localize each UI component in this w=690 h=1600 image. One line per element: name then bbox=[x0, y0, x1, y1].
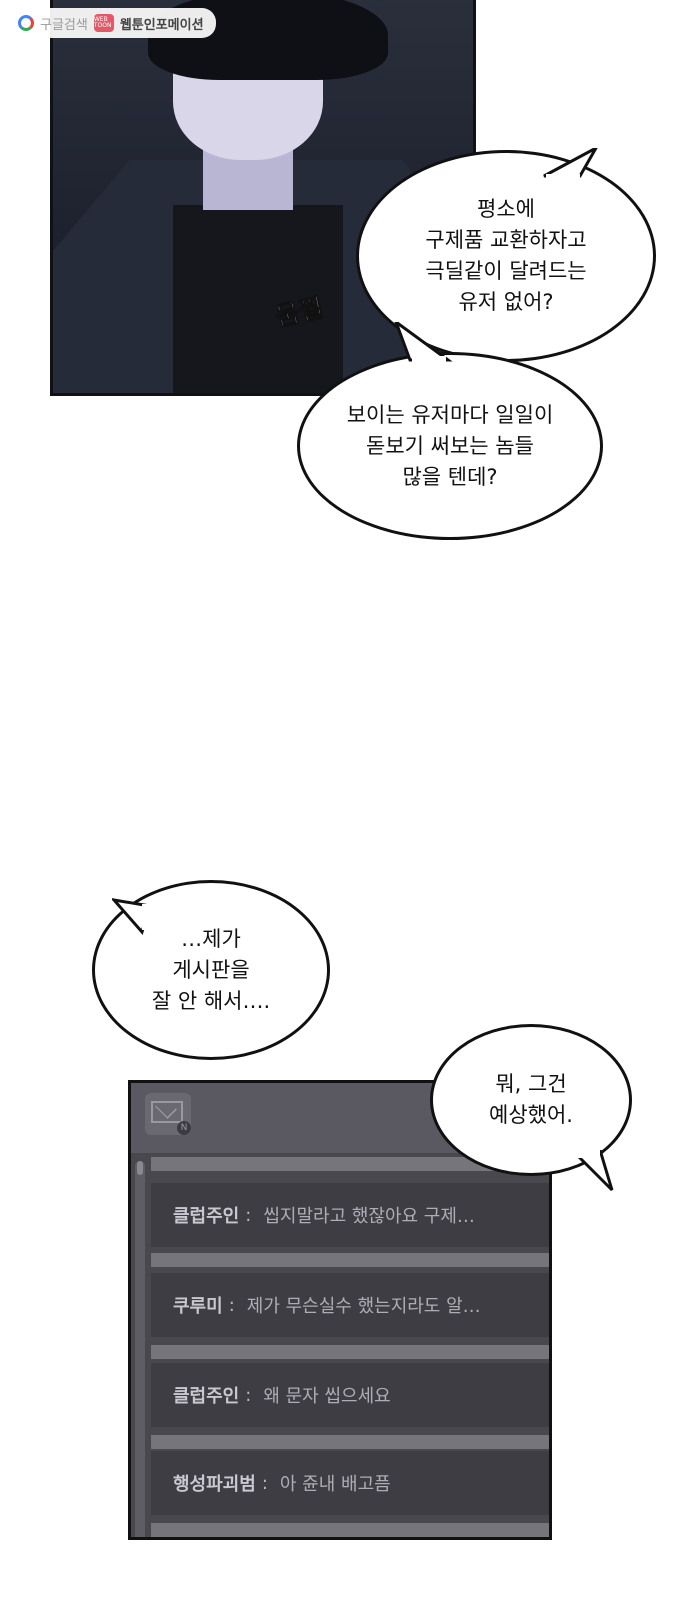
message-row[interactable]: 클럽주인 : 왜 문자 씹으세요 bbox=[151, 1363, 549, 1427]
scrollbar[interactable] bbox=[135, 1161, 145, 1537]
message-row[interactable]: 행성파괴범 : 아 쥰내 배고픔 bbox=[151, 1451, 549, 1515]
watermark-search-label: 구글검색 bbox=[40, 17, 88, 33]
message-colon: : bbox=[245, 1384, 252, 1406]
message-colon: : bbox=[228, 1294, 235, 1316]
message-separator bbox=[151, 1435, 549, 1449]
notification-badge: N bbox=[177, 1121, 191, 1135]
watermark-site-label: 웹툰인포메이션 bbox=[119, 17, 204, 33]
comic-panel-character: 움찔 bbox=[50, 0, 476, 396]
mail-icon[interactable]: N bbox=[145, 1093, 191, 1135]
speech-bubble-2-tail bbox=[394, 322, 453, 362]
message-row[interactable]: 클럽주인 : 씹지말라고 했잖아요 구제… bbox=[151, 1183, 549, 1247]
message-sender: 쿠루미 bbox=[173, 1296, 223, 1317]
message-sender: 행성파괴범 bbox=[173, 1474, 256, 1495]
message-colon: : bbox=[261, 1472, 268, 1494]
speech-bubble-4-text: 뭐, 그건 예상했어. bbox=[489, 1072, 573, 1127]
speech-bubble-3-text: …제가 게시판을 잘 안 해서…. bbox=[151, 926, 271, 1013]
message-preview: 씹지말라고 했잖아요 구제… bbox=[263, 1206, 475, 1227]
speech-bubble-2: 보이는 유저마다 일일이 돋보기 써보는 놈들 많을 텐데? bbox=[297, 352, 603, 540]
watermark: 구글검색 WEB TOON 웹툰인포메이션 bbox=[8, 8, 216, 38]
envelope-icon bbox=[151, 1101, 183, 1123]
message-preview: 제가 무슨실수 했는지라도 알… bbox=[246, 1296, 481, 1317]
message-preview: 아 쥰내 배고픔 bbox=[279, 1474, 391, 1495]
message-sender: 클럽주인 bbox=[173, 1386, 240, 1407]
speech-bubble-1-tail bbox=[543, 148, 598, 178]
webtoon-badge-icon: WEB TOON bbox=[93, 14, 114, 32]
message-colon: : bbox=[245, 1204, 252, 1226]
speech-bubble-2-text: 보이는 유저마다 일일이 돋보기 써보는 놈들 많을 텐데? bbox=[346, 402, 554, 489]
message-separator bbox=[151, 1157, 549, 1171]
message-separator bbox=[151, 1345, 549, 1359]
scrollbar-thumb[interactable] bbox=[137, 1161, 143, 1175]
speech-bubble-3-tail bbox=[112, 898, 152, 936]
speech-bubble-4: 뭐, 그건 예상했어. bbox=[430, 1024, 632, 1176]
character-shirt bbox=[173, 205, 343, 393]
google-logo-icon bbox=[18, 15, 34, 31]
speech-bubble-4-tail bbox=[574, 1150, 614, 1192]
speech-bubble-1-text: 평소에 구제품 교환하자고 극딜같이 달려드는 유저 없어? bbox=[425, 197, 587, 314]
message-row[interactable]: 쿠루미 : 제가 무슨실수 했는지라도 알… bbox=[151, 1273, 549, 1337]
message-separator bbox=[151, 1523, 549, 1537]
message-preview: 왜 문자 씹으세요 bbox=[263, 1386, 391, 1407]
message-sender: 클럽주인 bbox=[173, 1206, 240, 1227]
message-separator bbox=[151, 1253, 549, 1267]
